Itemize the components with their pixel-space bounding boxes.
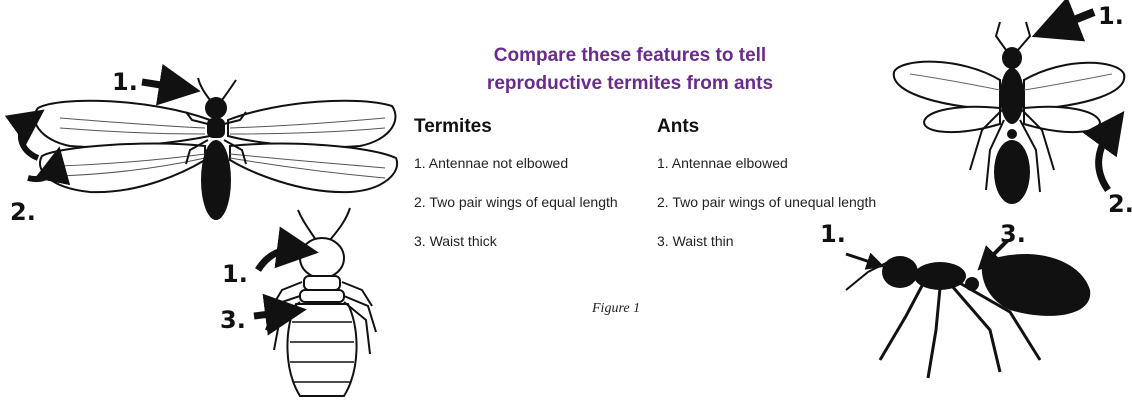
winged-ant-label-1: 1. [1098, 2, 1124, 30]
worker-ant-illustration [846, 240, 1090, 378]
worker-termite-label-1: 1. [222, 260, 248, 288]
worker-termite-illustration [254, 208, 376, 396]
winged-ant-illustration [894, 12, 1125, 204]
worker-ant-label-3: 3. [1000, 220, 1026, 248]
winged-termite-label-2: 2. [10, 198, 36, 226]
winged-termite-label-1: 1. [112, 68, 138, 96]
worker-ant-label-1: 1. [820, 220, 846, 248]
winged-termite-illustration [21, 78, 397, 220]
winged-ant-label-2: 2. [1108, 190, 1132, 218]
worker-termite-label-3: 3. [220, 306, 246, 334]
